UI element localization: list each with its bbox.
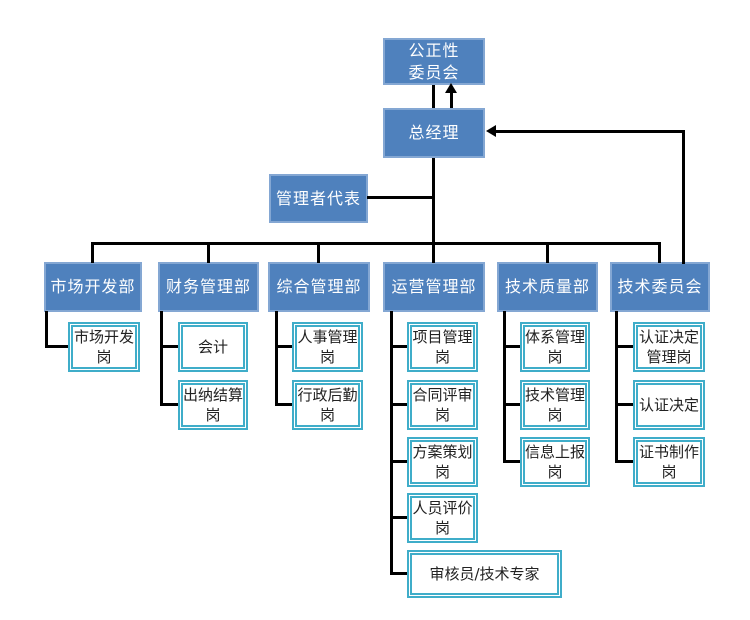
node-post-certification-decision-management: 认证决定 管理岗 <box>633 322 705 372</box>
node-management-representative: 管理者代表 <box>269 174 368 223</box>
drop-dept-general <box>317 242 320 263</box>
arrow-gm-to-impartiality-shaft <box>450 92 453 108</box>
drop-dept-finance <box>207 242 210 263</box>
node-post-accountant: 会计 <box>178 322 248 372</box>
node-post-certification-decision: 认证决定 <box>633 380 705 430</box>
conn-post-project <box>390 345 407 348</box>
node-impartiality-committee: 公正性 委员会 <box>383 38 485 85</box>
node-post-hr-management: 人事管理 岗 <box>292 322 363 372</box>
arrow-techcommittee-horizontal <box>494 130 685 133</box>
conn-post-admin <box>275 403 292 406</box>
conn-post-scheme <box>390 460 407 463</box>
node-post-contract-review: 合同评审 岗 <box>407 380 478 430</box>
node-post-project-management: 项目管理 岗 <box>407 322 478 372</box>
arrow-left-icon <box>486 125 496 137</box>
node-post-cashier-settlement: 出纳结算 岗 <box>178 380 248 430</box>
node-post-market-development: 市场开发 岗 <box>68 322 140 372</box>
stub-col-technical-quality <box>503 311 506 463</box>
node-dept-technical-committee: 技术委员会 <box>610 262 710 312</box>
node-post-personnel-evaluation: 人员评价 岗 <box>407 493 478 543</box>
stub-col-technical-committee <box>615 311 618 463</box>
node-post-scheme-planning: 方案策划 岗 <box>407 437 478 487</box>
conn-post-inforeport <box>503 460 520 463</box>
stub-col-general <box>275 311 278 406</box>
connector-gm-main-vertical <box>432 158 435 263</box>
node-post-admin-logistics: 行政后勤 岗 <box>292 380 363 430</box>
conn-post-certdecision-mgmt <box>615 345 633 348</box>
conn-post-contract <box>390 403 407 406</box>
connector-main-span <box>91 242 661 245</box>
conn-post-certdecision <box>615 403 633 406</box>
conn-post-system <box>503 345 520 348</box>
node-post-system-management: 体系管理 岗 <box>520 322 590 372</box>
conn-post-market-development <box>45 345 68 348</box>
node-dept-market-development: 市场开发部 <box>44 262 142 312</box>
node-post-information-reporting: 信息上报 岗 <box>520 437 590 487</box>
conn-post-accountant <box>160 345 178 348</box>
drop-dept-technical-quality <box>546 242 549 263</box>
conn-post-techmgmt <box>503 403 520 406</box>
connector-gm-impartiality-line <box>432 85 435 108</box>
conn-post-cashier <box>160 403 178 406</box>
node-dept-technical-quality: 技术质量部 <box>497 262 598 312</box>
stub-col-market <box>45 311 48 348</box>
drop-dept-technical-committee <box>658 242 661 263</box>
node-general-manager: 总经理 <box>383 108 485 158</box>
conn-post-hr <box>275 345 292 348</box>
conn-post-certproduction <box>615 460 633 463</box>
stub-col-finance <box>160 311 163 406</box>
node-dept-finance-management: 财务管理部 <box>158 262 259 312</box>
node-post-auditor-technical-expert: 审核员/技术专家 <box>407 550 562 598</box>
conn-post-auditor <box>390 572 407 575</box>
arrow-techcommittee-vertical <box>682 130 685 264</box>
conn-post-personnel <box>390 516 407 519</box>
node-dept-operations-management: 运营管理部 <box>383 262 485 312</box>
node-dept-general-management: 综合管理部 <box>268 262 370 312</box>
connector-management-rep <box>367 196 433 199</box>
node-post-technical-management: 技术管理 岗 <box>520 380 590 430</box>
node-post-certificate-production: 证书制作 岗 <box>633 437 705 487</box>
arrow-up-icon <box>445 83 457 93</box>
stub-col-operations <box>390 311 393 575</box>
drop-dept-market-development <box>91 242 94 263</box>
